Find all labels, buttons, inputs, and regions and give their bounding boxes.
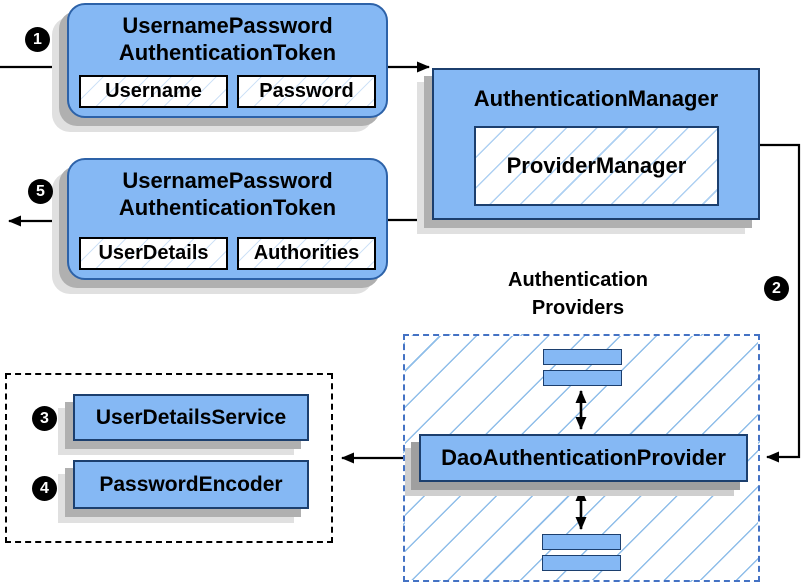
authentication-manager-node: AuthenticationManager ProviderManager <box>432 68 760 220</box>
node-title: UsernamePassword AuthenticationToken <box>69 160 386 221</box>
provider-stack-bar <box>543 370 622 386</box>
username-password-token-result-node: UsernamePassword AuthenticationToken Use… <box>67 158 388 280</box>
connector-manager-to-provider <box>760 143 801 463</box>
label-line-1: Authentication <box>508 269 648 291</box>
user-details-service-node: UserDetailsService <box>73 394 309 441</box>
username-field-box: Username <box>79 75 228 108</box>
provider-stack-bar <box>542 555 621 571</box>
password-field-box: Password <box>236 75 376 108</box>
step-badge-1: 1 <box>25 27 50 52</box>
node-title: AuthenticationManager <box>473 86 719 111</box>
token-fields: UserDetails Authorities <box>79 237 376 270</box>
title-line-1: UsernamePassword <box>122 168 333 193</box>
step-badge-5: 5 <box>28 179 53 204</box>
authentication-providers-label: Authentication Providers <box>433 266 723 322</box>
userdetails-field-box: UserDetails <box>79 237 228 270</box>
dao-authentication-provider-node: DaoAuthenticationProvider <box>419 434 748 482</box>
username-password-token-request-node: UsernamePassword AuthenticationToken Use… <box>67 3 388 118</box>
step-badge-2: 2 <box>764 276 789 301</box>
token-fields: Username Password <box>79 75 376 108</box>
authorities-field-box: Authorities <box>236 237 376 270</box>
password-encoder-node: PasswordEncoder <box>73 460 309 509</box>
step-badge-3: 3 <box>32 406 57 431</box>
title-line-2: AuthenticationToken <box>118 195 337 220</box>
title-line-1: UsernamePassword <box>122 13 333 38</box>
title-line-2: AuthenticationToken <box>118 40 337 65</box>
step-badge-4: 4 <box>32 476 57 501</box>
node-title: UsernamePassword AuthenticationToken <box>69 5 386 66</box>
provider-stack-bar <box>543 349 622 365</box>
label-line-2: Providers <box>531 297 625 319</box>
provider-manager-node: ProviderManager <box>474 126 719 206</box>
provider-stack-bar <box>542 534 621 550</box>
